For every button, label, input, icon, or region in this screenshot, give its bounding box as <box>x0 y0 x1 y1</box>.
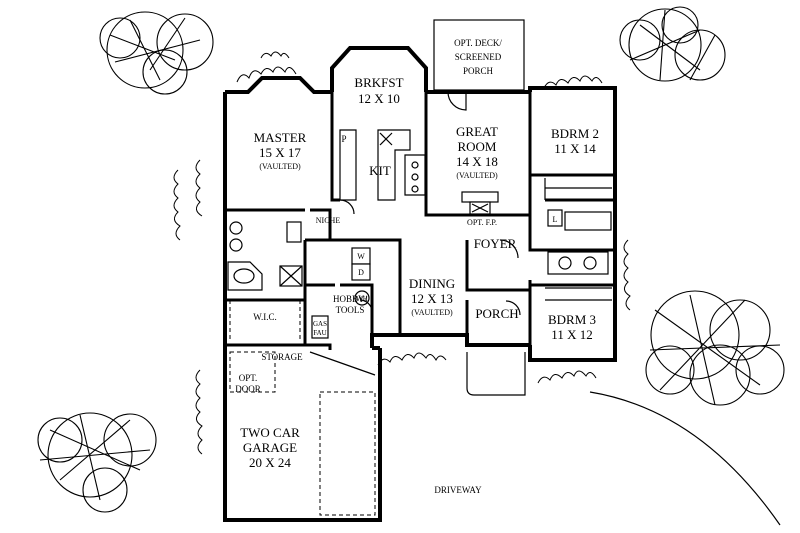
water-heater-label: WH <box>356 295 368 303</box>
master-size: 15 X 17 <box>259 145 301 160</box>
tree-top-right <box>619 6 726 82</box>
bdrm3-size: 11 X 12 <box>551 327 592 342</box>
hall-bath-fixtures <box>547 209 612 275</box>
driveway-curve <box>589 391 781 526</box>
brkfst-size: 12 X 10 <box>358 91 400 106</box>
fireplace <box>461 191 499 215</box>
garage-details <box>229 351 376 516</box>
dining-vaulted: (VAULTED) <box>411 308 453 317</box>
dryer-label: D <box>358 268 364 277</box>
driveway-label: DRIVEWAY <box>434 485 482 495</box>
master-label: MASTER <box>254 130 307 145</box>
dining-label: DINING <box>409 276 455 291</box>
interior-walls <box>225 92 615 350</box>
storage-label: STORAGE <box>261 352 303 362</box>
great-room-label-1: GREAT <box>456 124 498 139</box>
bdrm3-label: BDRM 3 <box>548 312 596 327</box>
deck-label-2: SCREENED <box>455 52 502 62</box>
opt-door-label-2: DOOR <box>235 384 261 394</box>
great-room-label-2: ROOM <box>457 139 496 154</box>
tree-top-left <box>99 11 214 95</box>
garage-label-2: GARAGE <box>243 440 297 455</box>
garage-size: 20 X 24 <box>249 455 291 470</box>
niche-label: NICHE <box>316 216 341 225</box>
exterior-walls <box>223 46 617 522</box>
brkfst-label: BRKFST <box>354 75 403 90</box>
deck-label-3: PORCH <box>463 66 494 76</box>
kitchen-counter <box>339 129 426 201</box>
foyer-label: FOYER <box>474 236 517 251</box>
master-bath-fixtures <box>227 221 303 291</box>
linen-label: L <box>553 215 558 224</box>
deck-label-1: OPT. DECK/ <box>454 38 502 48</box>
fau-label: FAU <box>313 329 326 337</box>
hobby-label-1: HOBBY/ <box>333 294 368 304</box>
hobby-label-2: TOOLS <box>336 305 365 315</box>
laundry-fixtures <box>311 247 371 339</box>
tree-bottom-right <box>645 290 785 406</box>
great-room-size: 14 X 18 <box>456 154 498 169</box>
washer-label: W <box>357 252 365 261</box>
wic-label: W.I.C. <box>253 312 276 322</box>
bdrm2-size: 11 X 14 <box>554 141 596 156</box>
pantry-label: P <box>341 134 346 144</box>
great-room-vaulted: (VAULTED) <box>456 171 498 180</box>
doors <box>339 91 521 316</box>
dining-size: 12 X 13 <box>411 291 453 306</box>
tree-bottom-left <box>37 412 157 513</box>
bdrm2-label: BDRM 2 <box>551 126 599 141</box>
kit-label: KIT <box>369 163 391 178</box>
opt-fp-label: OPT. F.P. <box>467 218 497 227</box>
deck-outline <box>433 19 525 91</box>
master-vaulted: (VAULTED) <box>259 162 301 171</box>
opt-door-label-1: OPT. <box>239 373 258 383</box>
walkway <box>466 352 526 396</box>
garage-label-1: TWO CAR <box>240 425 300 440</box>
shrubs <box>173 51 631 455</box>
gas-label: GAS <box>313 320 327 328</box>
closets <box>229 178 612 340</box>
porch-label: PORCH <box>475 306 518 321</box>
